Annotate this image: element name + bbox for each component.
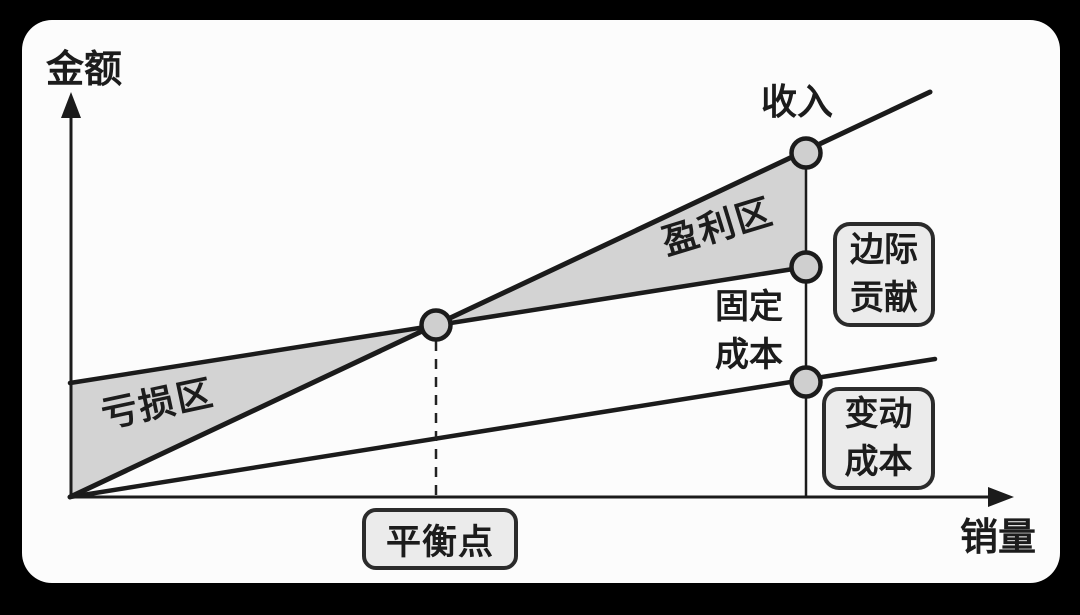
variable-cost-box: 变动 成本 [822,387,935,490]
marginal-contribution-line2: 贡献 [850,279,918,317]
revenue-line-label: 收入 [760,82,833,122]
revenue-point-marker [789,136,823,170]
fixed-cost-label-line1: 固定 [715,289,783,326]
variable-cost-point-marker [789,365,823,399]
breakeven-label-box: 平衡点 [362,508,518,570]
x-axis-arrow-icon [988,487,1014,507]
total-cost-point-marker [789,250,823,284]
fixed-cost-label-line2: 成本 [715,337,783,375]
x-axis-label: 销量 [959,517,1036,559]
variable-cost-line1: 变动 [844,395,913,433]
variable-cost-line2: 成本 [844,443,913,481]
marginal-contribution-line1: 边际 [850,231,918,269]
marginal-contribution-box: 边际 贡献 [833,222,935,327]
y-axis-arrow-icon [61,92,81,118]
breakeven-label: 平衡点 [385,522,494,562]
y-axis-label: 金额 [46,49,123,91]
fixed-cost-label: 固定 成本 [703,284,795,381]
breakeven-point-marker [419,308,453,342]
revenue-line [67,89,933,500]
